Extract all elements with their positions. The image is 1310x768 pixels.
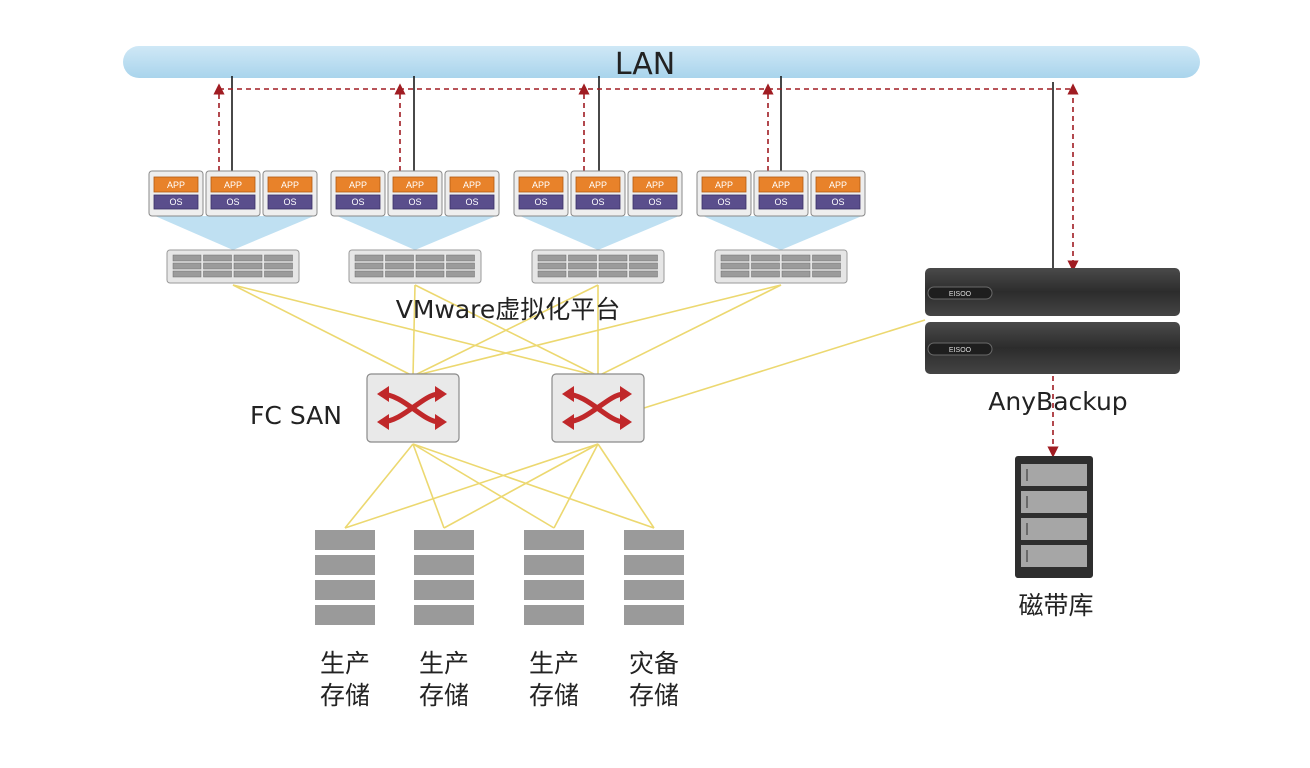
vm-app-label: APP (715, 180, 733, 190)
vm-app-label: APP (224, 180, 242, 190)
fabric-switch2-storage2 (443, 443, 599, 529)
anybackup-appliance: EISOO EISOO (925, 268, 1180, 374)
vm-os-label: OS (465, 197, 478, 207)
tape-library-label: 磁带库 (1018, 591, 1093, 620)
storage-arrays (315, 530, 684, 625)
fabric-switch1-storage1 (344, 443, 414, 529)
esxi-host-1 (166, 249, 300, 284)
host-1-vm-funnel (155, 216, 314, 250)
esxi-hosts (166, 249, 848, 284)
fabric-switch1-storage4 (412, 443, 655, 529)
vm-4-2: APP OS (753, 170, 809, 217)
vm-os-label: OS (591, 197, 604, 207)
vm-os-label: OS (831, 197, 844, 207)
vm-app-label: APP (829, 180, 847, 190)
virtual-machines: APP OS APP OS APP OS APP OS APP OS APP OS APP OS APP OS… (148, 170, 866, 217)
vm-app-label: APP (167, 180, 185, 190)
lan-connection-lines (231, 76, 1054, 268)
vm-app-label: APP (532, 180, 550, 190)
vm-app-label: APP (646, 180, 664, 190)
vm-os-label: OS (534, 197, 547, 207)
anybackup-label: AnyBackup (988, 387, 1127, 416)
storage-3-line2: 存储 (529, 681, 579, 710)
lan-label: LAN (615, 47, 675, 82)
vm-4-3: APP OS (810, 170, 866, 217)
vm-2-1: APP OS (330, 170, 386, 217)
backup-data-flow-arrows (213, 83, 1079, 458)
appliance-badge-top: EISOO (949, 291, 972, 298)
fabric-switch2-storage4 (597, 443, 655, 529)
appliance-unit-top (925, 268, 1180, 316)
vm-1-3: APP OS (262, 170, 318, 217)
lan-bar (123, 46, 1200, 78)
vm-os-label: OS (408, 197, 421, 207)
appliance-unit-bottom (925, 322, 1180, 374)
fabric-host3-switch1 (412, 284, 599, 377)
vm-os-label: OS (717, 197, 730, 207)
vm-os-label: OS (169, 197, 182, 207)
fc-switch-1 (366, 373, 460, 443)
host-2-vm-funnel (337, 216, 496, 250)
storage-array-4 (624, 530, 684, 625)
vm-app-label: APP (463, 180, 481, 190)
storage-array-1 (315, 530, 375, 625)
storage-1-line1: 生产 (320, 649, 370, 678)
vm-os-label: OS (774, 197, 787, 207)
vm-app-label: APP (589, 180, 607, 190)
vm-os-label: OS (351, 197, 364, 207)
fabric-host1-switch1 (232, 284, 414, 377)
vm-group-triangles (155, 216, 862, 250)
fabric-switch1-storage3 (412, 443, 555, 529)
storage-array-2 (414, 530, 474, 625)
storage-1-line2: 存储 (320, 681, 370, 710)
fabric-host4-switch1 (412, 284, 782, 377)
fabric-host4-switch2 (597, 284, 782, 377)
host-4-vm-funnel (703, 216, 862, 250)
platform-label: VMware虚拟化平台 (396, 295, 621, 324)
fc-switch-2 (551, 373, 645, 443)
storage-2-line1: 生产 (419, 649, 469, 678)
storage-4-line2: 存储 (629, 681, 679, 710)
vm-3-3: APP OS (627, 170, 683, 217)
storage-2-line2: 存储 (419, 681, 469, 710)
vm-app-label: APP (406, 180, 424, 190)
esxi-host-4 (714, 249, 848, 284)
fabric-switch2-storage1 (344, 443, 599, 529)
vm-3-2: APP OS (570, 170, 626, 217)
tape-library (1015, 456, 1093, 578)
appliance-badge-bottom: EISOO (949, 347, 972, 354)
storage-array-3 (524, 530, 584, 625)
host-3-vm-funnel (520, 216, 679, 250)
fabric-switch1-storage2 (412, 443, 445, 529)
vm-os-label: OS (226, 197, 239, 207)
fabric-host1-switch2 (232, 284, 599, 377)
fabric-host2-switch1 (412, 284, 416, 377)
esxi-host-3 (531, 249, 665, 284)
vm-os-label: OS (283, 197, 296, 207)
fc-san-label: FC SAN (250, 401, 342, 430)
vm-1-2: APP OS (205, 170, 261, 217)
vm-2-2: APP OS (387, 170, 443, 217)
storage-3-line1: 生产 (529, 649, 579, 678)
fabric-switch2-storage3 (553, 443, 599, 529)
vm-app-label: APP (281, 180, 299, 190)
esxi-host-2 (348, 249, 482, 284)
vm-app-label: APP (772, 180, 790, 190)
vm-3-1: APP OS (513, 170, 569, 217)
fc-switches (366, 373, 645, 443)
fc-fabric-lines (232, 284, 926, 529)
storage-4-line1: 灾备 (629, 649, 679, 678)
vm-2-3: APP OS (444, 170, 500, 217)
fabric-switch2-anybackup (643, 319, 926, 409)
vm-os-label: OS (648, 197, 661, 207)
vm-4-1: APP OS (696, 170, 752, 217)
vm-1-1: APP OS (148, 170, 204, 217)
vm-app-label: APP (349, 180, 367, 190)
